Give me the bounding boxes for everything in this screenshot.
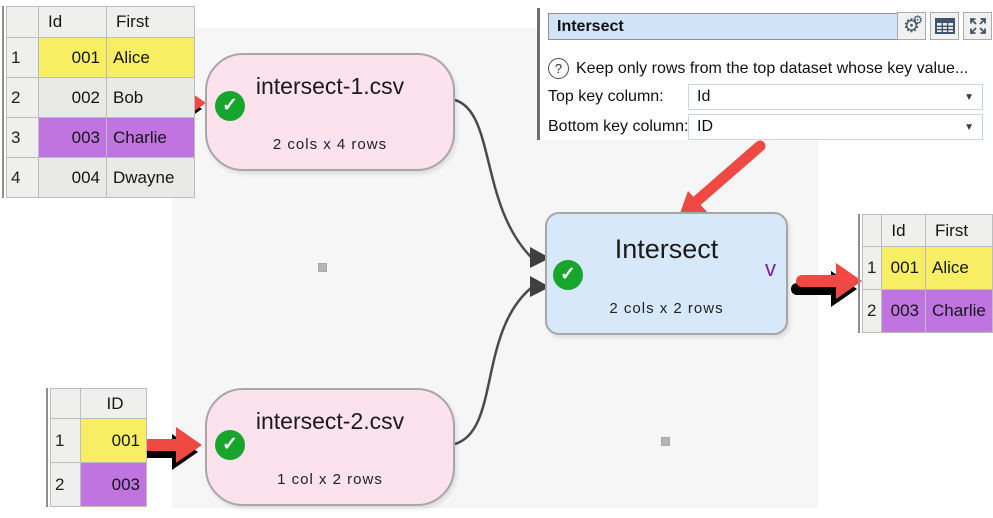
corner-cell xyxy=(6,6,39,38)
cell-first: Dwayne xyxy=(106,157,195,198)
cell-id: 003 xyxy=(38,117,107,158)
column-header: First xyxy=(925,214,993,247)
node-title: intersect-1.csv xyxy=(255,73,405,99)
column-header: ID xyxy=(80,388,147,419)
table-row: 2 003 xyxy=(50,462,147,507)
cell-first: Charlie xyxy=(925,289,993,333)
input2-data-table: ID 1 001 2 003 xyxy=(46,388,147,507)
show-table-button[interactable] xyxy=(930,12,959,40)
column-header: Id xyxy=(881,214,927,247)
cell-first: Charlie xyxy=(106,117,195,158)
cell-id: 004 xyxy=(38,157,107,198)
row-number: 3 xyxy=(6,117,39,158)
expand-icon xyxy=(969,18,986,34)
gears-icon: ⚙ xyxy=(902,15,921,37)
settings-button[interactable]: ⚙ ⚙ xyxy=(897,12,926,40)
table-row: 1 001 xyxy=(50,418,147,463)
gears-icon: ⚙ xyxy=(912,13,923,27)
intersect-settings-panel: ⚙ ⚙ ? Keep only rows from the top datase… xyxy=(537,8,992,140)
help-icon[interactable]: ? xyxy=(548,58,569,79)
selected-value: ID xyxy=(697,118,713,135)
cell-first: Bob xyxy=(106,77,195,118)
node-title: Intersect xyxy=(614,234,719,264)
cell-id: 003 xyxy=(80,462,147,507)
expand-button[interactable] xyxy=(963,12,992,40)
help-text: Keep only rows from the top dataset whos… xyxy=(576,59,969,77)
input1-data-table: Id First 1 001 Alice 2 002 Bob 3 003 Cha… xyxy=(2,6,195,198)
row-number: 1 xyxy=(6,37,39,78)
grid-dot xyxy=(661,437,670,446)
node-intersect[interactable]: ✓ Intersect 2 cols x 2 rows v xyxy=(545,212,788,335)
table-row: 3 003 Charlie xyxy=(6,117,195,158)
help-row: ? Keep only rows from the top dataset wh… xyxy=(548,58,968,79)
node-size-label: 2 cols x 4 rows xyxy=(272,136,388,153)
row-number: 2 xyxy=(50,462,81,507)
cell-id: 003 xyxy=(881,289,927,333)
node-title: intersect-2.csv xyxy=(255,408,405,434)
top-key-column-select[interactable]: Id ▼ xyxy=(688,84,983,110)
table-row: 2 002 Bob xyxy=(6,77,195,118)
table-icon xyxy=(934,18,955,34)
output-data-table: Id First 1 001 Alice 2 003 Charlie xyxy=(858,214,993,333)
bottom-key-label: Bottom key column: xyxy=(548,118,689,135)
output-connector-icon[interactable]: v xyxy=(765,256,776,281)
grid-dot xyxy=(318,263,327,272)
corner-cell xyxy=(861,214,883,247)
cell-id: 002 xyxy=(38,77,107,118)
cell-id: 001 xyxy=(80,418,147,463)
node-size-label: 1 col x 2 rows xyxy=(277,471,383,488)
column-header: First xyxy=(106,6,195,38)
row-number: 2 xyxy=(6,77,39,118)
status-ok-icon: ✓ xyxy=(215,430,245,460)
selected-value: Id xyxy=(697,88,711,105)
chevron-down-icon: ▼ xyxy=(964,121,974,133)
status-ok-icon: ✓ xyxy=(553,260,583,290)
cell-first: Alice xyxy=(925,246,993,290)
column-header: Id xyxy=(38,6,107,38)
row-number: 4 xyxy=(6,157,39,198)
row-number: 1 xyxy=(861,246,883,290)
node-input2[interactable]: ✓ intersect-2.csv 1 col x 2 rows xyxy=(205,388,455,506)
bottom-key-column-select[interactable]: ID ▼ xyxy=(688,114,983,140)
status-ok-icon: ✓ xyxy=(215,91,245,121)
row-number: 2 xyxy=(861,289,883,333)
node-input1[interactable]: ✓ intersect-1.csv 2 cols x 4 rows xyxy=(205,53,455,171)
table-row: 1 001 Alice xyxy=(6,37,195,78)
cell-id: 001 xyxy=(881,246,927,290)
bottom-key-row: Bottom key column: xyxy=(548,114,689,140)
table-row: 4 004 Dwayne xyxy=(6,157,195,198)
node-name-field[interactable] xyxy=(548,13,902,40)
corner-cell xyxy=(50,388,81,419)
table-row: 2 003 Charlie xyxy=(861,289,993,333)
cell-first: Alice xyxy=(106,37,195,78)
table-row: 1 001 Alice xyxy=(861,246,993,290)
top-key-label: Top key column: xyxy=(548,88,664,105)
node-size-label: 2 cols x 2 rows xyxy=(609,300,724,317)
row-number: 1 xyxy=(50,418,81,463)
chevron-down-icon: ▼ xyxy=(964,91,974,103)
top-key-row: Top key column: xyxy=(548,84,664,110)
cell-id: 001 xyxy=(38,37,107,78)
